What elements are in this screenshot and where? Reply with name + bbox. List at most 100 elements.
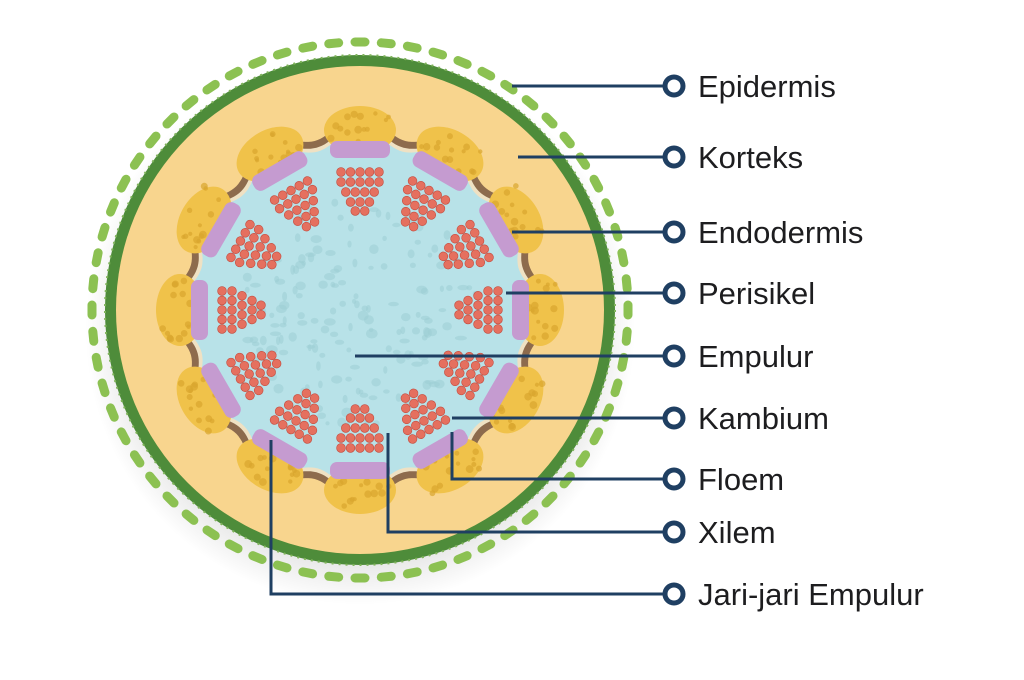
xilem-vessel xyxy=(355,167,365,177)
empulur-cell xyxy=(423,327,430,337)
empulur-cell xyxy=(346,347,352,353)
empulur-cell xyxy=(382,235,387,241)
leader-line-jari-jari-empulur xyxy=(269,440,674,596)
floem-cell xyxy=(354,125,363,134)
empulur-cell xyxy=(323,318,336,326)
empulur-cell xyxy=(270,323,280,328)
floem-cell xyxy=(359,483,364,488)
xilem-vessel xyxy=(235,374,246,384)
empulur-cell xyxy=(366,305,371,313)
xilem-vessel xyxy=(227,305,237,315)
xilem-vessel xyxy=(450,376,460,387)
empulur-cell xyxy=(411,361,423,367)
floem-cell xyxy=(333,483,338,489)
kambium-band xyxy=(479,202,519,258)
xilem-vessel xyxy=(283,210,294,220)
xilem-vessel xyxy=(240,382,250,392)
epidermis-cell xyxy=(453,551,472,565)
xilem-vessel xyxy=(256,310,266,320)
xilem-vessel xyxy=(235,236,246,246)
xilem-vessel xyxy=(493,305,503,315)
floem-cell xyxy=(531,335,537,341)
floem-cell xyxy=(536,319,541,324)
xilem-vessel xyxy=(227,286,237,296)
epidermis-cell xyxy=(88,326,99,346)
label-kambium: Kambium xyxy=(698,401,829,436)
floem-cell xyxy=(252,148,258,155)
xilem-vessel xyxy=(227,324,237,334)
kambium-band xyxy=(412,429,468,469)
epidermis-cell xyxy=(428,47,448,60)
empulur-cell xyxy=(279,334,284,344)
floem-cell xyxy=(207,211,215,218)
epidermis-cell xyxy=(617,352,629,372)
xilem-vessel xyxy=(417,394,427,404)
xilem-vessel xyxy=(435,203,446,214)
xilem-vessel xyxy=(364,433,375,443)
callout-floem: Floem xyxy=(450,432,784,497)
empulur-cell xyxy=(325,250,336,256)
callout-perisikel: Perisikel xyxy=(506,276,815,311)
empulur-cell xyxy=(295,281,306,291)
xilem-vessel xyxy=(286,185,296,196)
floem-cell xyxy=(364,490,372,498)
floem-cell xyxy=(350,110,358,118)
empulur-cell xyxy=(347,240,352,248)
epidermis-cell xyxy=(350,37,370,47)
xilem-vessel xyxy=(355,443,365,453)
floem-cell xyxy=(530,306,539,315)
empulur-cell xyxy=(427,252,433,258)
empulur-cell xyxy=(297,320,308,326)
epidermis-cell xyxy=(181,95,199,111)
epidermis-cell xyxy=(129,152,145,170)
xilem-vessel xyxy=(257,351,267,361)
xilem-vessel xyxy=(249,233,259,243)
floem-cell xyxy=(541,332,549,340)
xilem-vessel xyxy=(473,300,483,310)
xilem-vessel xyxy=(364,413,375,423)
empulur-cell xyxy=(383,389,390,394)
floem-cell xyxy=(180,277,188,285)
epidermis-cell xyxy=(575,450,591,468)
xilem-vessel xyxy=(360,206,370,216)
xilem-vessel xyxy=(261,251,272,261)
empulur-cell xyxy=(316,361,321,371)
xilem-vessel xyxy=(345,197,356,207)
floem-cell xyxy=(166,334,174,342)
floem-cell xyxy=(429,490,436,497)
empulur-cell xyxy=(349,364,360,370)
xilem-vessel xyxy=(419,194,429,204)
empulur-cell xyxy=(368,395,378,401)
xilem-vessel xyxy=(450,233,460,244)
floem-cell xyxy=(530,308,535,313)
epidermis-cell xyxy=(105,198,119,217)
floem-cell xyxy=(171,280,179,288)
xilem-vessel xyxy=(401,207,411,217)
empulur-cell xyxy=(369,244,379,254)
xilem-vessel xyxy=(345,177,356,187)
vascular-bundle xyxy=(156,274,266,346)
xilem-vessel xyxy=(299,420,309,431)
xilem-vessel xyxy=(479,244,489,254)
floem-cell xyxy=(269,131,276,137)
xilem-vessel xyxy=(217,305,227,315)
xilem-vessel xyxy=(244,369,254,379)
xilem-vessel xyxy=(283,411,293,421)
floem-cell xyxy=(346,497,354,505)
xilem-vessel xyxy=(217,324,227,334)
floem-cell xyxy=(448,147,455,153)
empulur-cell xyxy=(466,285,473,291)
floem-cell xyxy=(285,149,291,154)
empulur-cell xyxy=(421,359,429,365)
xilem-vessel xyxy=(440,415,451,425)
xilem-vessel xyxy=(283,199,293,209)
marker-floem xyxy=(662,467,686,491)
xilem-vessel xyxy=(484,357,494,368)
epidermis-cell xyxy=(224,539,243,554)
xilem-vessel xyxy=(256,300,266,310)
xilem-vessel xyxy=(226,252,236,263)
floem-cell xyxy=(471,461,477,467)
xilem-vessel xyxy=(217,286,227,296)
empulur-cell xyxy=(279,322,287,328)
empulur-cell xyxy=(318,380,323,389)
